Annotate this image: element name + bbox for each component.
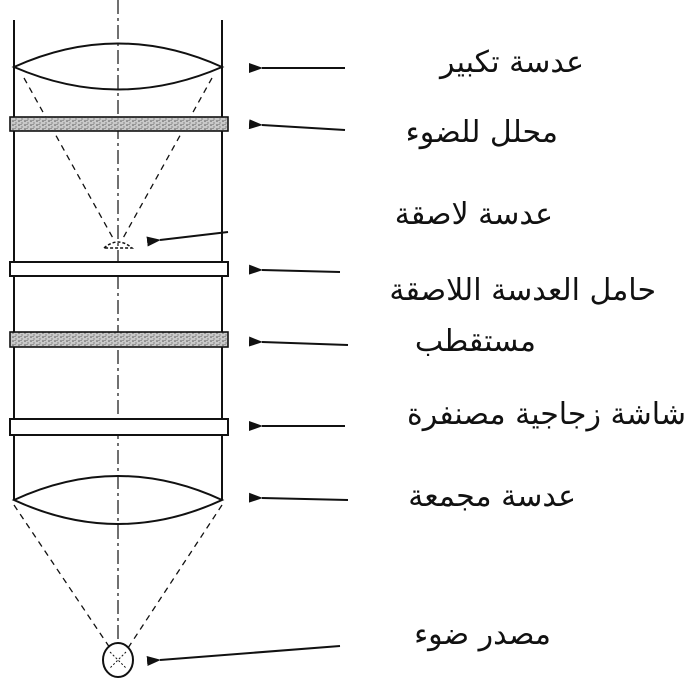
magnifying-lens-shape bbox=[11, 42, 225, 91]
arrow-polarizer bbox=[248, 336, 349, 347]
arrow-contact-lens-holder bbox=[248, 264, 341, 275]
arrow-condenser-lens bbox=[248, 492, 349, 503]
ray-right-lower bbox=[127, 504, 223, 649]
arrow-contact-lens bbox=[146, 231, 229, 247]
label-frosted-glass-screen: شاشة زجاجية مصنفرة bbox=[406, 397, 686, 432]
polarizer-plate bbox=[9, 331, 229, 348]
frosted-glass-screen-plate bbox=[9, 418, 229, 436]
light-diffuser-plate bbox=[9, 116, 229, 132]
contact-lens-shape bbox=[101, 241, 135, 249]
arrow-light-diffuser bbox=[248, 119, 346, 131]
ray-left-lower bbox=[13, 504, 111, 649]
contact-lens-holder-plate bbox=[9, 261, 229, 277]
light-source-bulb bbox=[102, 642, 134, 678]
arrow-light-source bbox=[146, 645, 341, 666]
condenser-lens-shape bbox=[11, 475, 225, 525]
label-magnifying-lens: عدسة تكبير bbox=[440, 45, 584, 80]
ray-right-upper bbox=[121, 77, 213, 241]
label-polarizer: مستقطب bbox=[414, 324, 536, 359]
label-light-source: مصدر ضوء bbox=[414, 617, 551, 652]
label-contact-lens: عدسة لاصقة bbox=[394, 197, 553, 232]
label-condenser-lens: عدسة مجمعة bbox=[408, 479, 576, 514]
ray-left-upper bbox=[23, 77, 115, 241]
label-contact-lens-holder: حامل العدسة اللاصقة bbox=[389, 273, 656, 308]
label-light-diffuser: محلل للضوء bbox=[405, 115, 558, 150]
